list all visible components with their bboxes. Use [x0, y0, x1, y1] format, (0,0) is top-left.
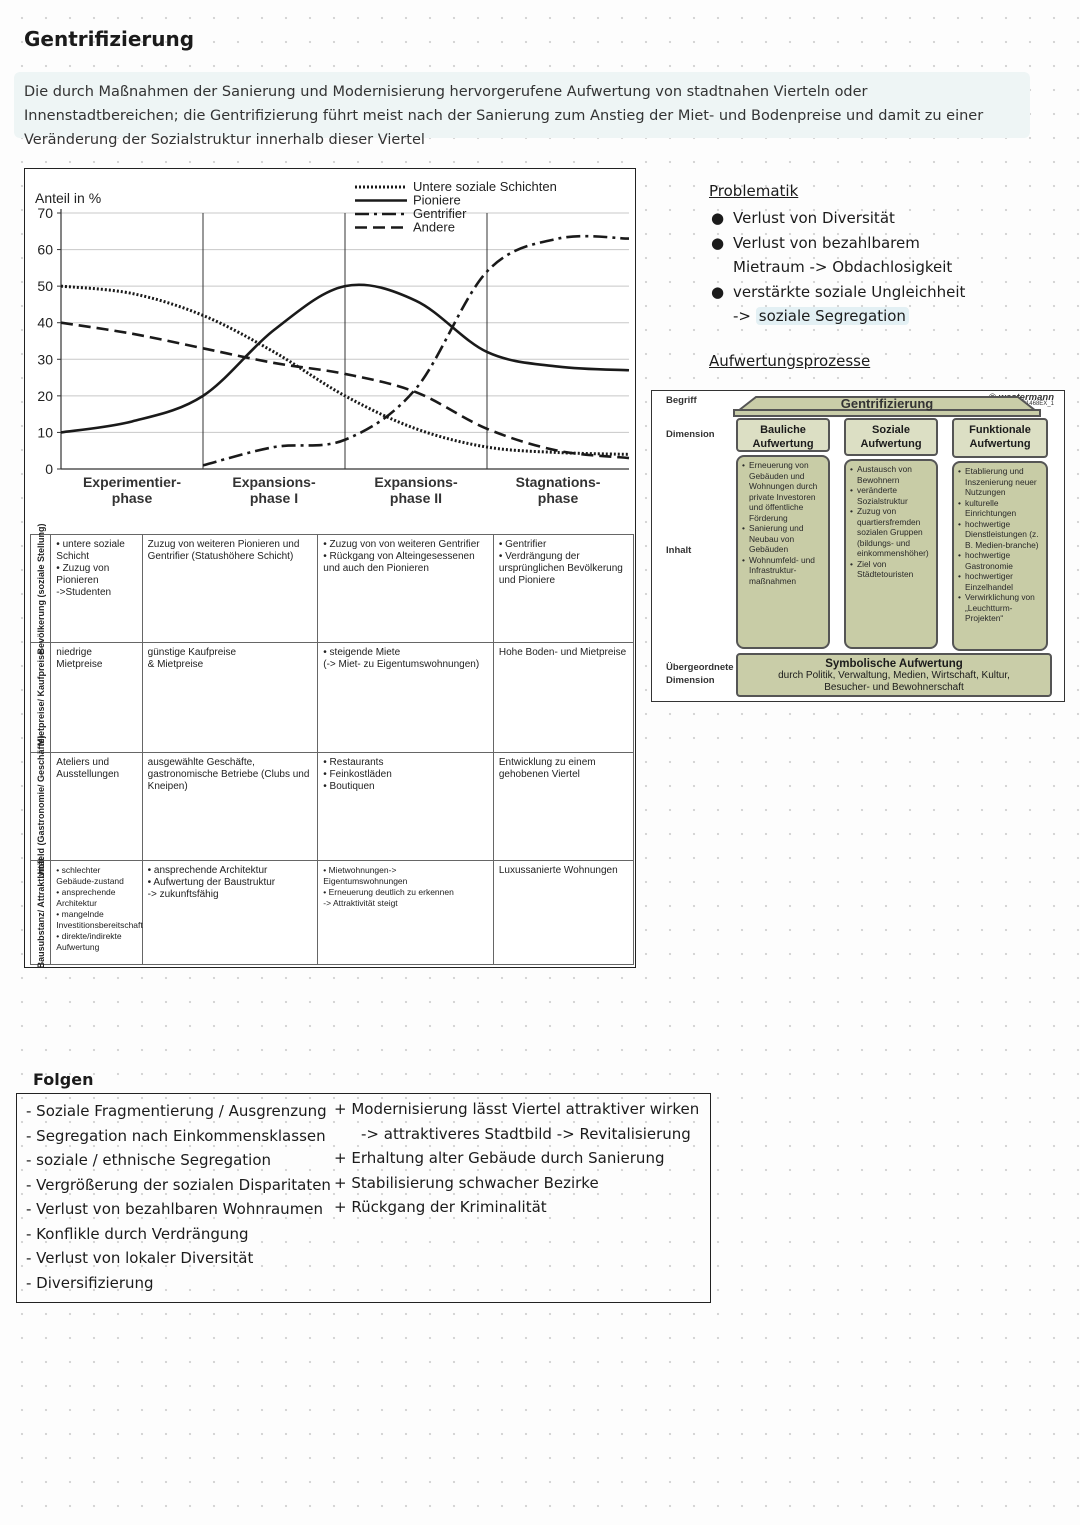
roof-shape: [733, 396, 1041, 417]
copyright-text: © westermann: [988, 392, 1054, 403]
list-item: + Modernisierung lässt Viertel attraktiv…: [334, 1100, 700, 1118]
list-item: ●verstärkte soziale Ungleichheit: [711, 282, 966, 301]
list-item: - Verlust von lokaler Diversität: [26, 1249, 254, 1267]
y-tick-label: 20: [37, 388, 53, 404]
row-header: Bevölkerung (soziale Stellung): [29, 523, 52, 654]
list-item: + Rückgang der Kriminalität: [334, 1198, 547, 1216]
table-cell: • Zuzug von von weiteren Gentrifier• Rüc…: [317, 534, 494, 643]
table-cell: • steigende Miete(-> Miet- zu Eigentumsw…: [317, 642, 494, 753]
phase-table: Bevölkerung (soziale Stellung)• untere s…: [29, 523, 635, 968]
list-item: - Soziale Fragmentierung / Ausgrenzung: [26, 1102, 327, 1120]
y-axis-label: Anteil in %: [35, 190, 101, 206]
table-cell: Ateliers und Ausstellungen: [50, 752, 143, 861]
list-item: - soziale / ethnische Segregation: [26, 1151, 272, 1169]
table-cell: • Mietwohnungen->Eigentumswohnungen• Ern…: [317, 860, 494, 965]
list-item: ●Verlust von Diversität: [711, 209, 895, 227]
table-row: Umfeld (Gastronomie/ Geschäfte)Ateliers …: [29, 735, 635, 878]
phase-label: phase I: [250, 490, 298, 506]
list-item: - Diversifizierung: [26, 1273, 154, 1292]
pillar-body-funktionale: Etablierung und Inszenierung neuer Nutzu…: [952, 461, 1048, 651]
list-item: - Vergrößerung der sozialen Disparitaten: [26, 1175, 331, 1194]
list-item: - Verlust von bezahlbaren Wohnraumen: [26, 1200, 324, 1218]
pillar-body-soziale: Austausch von Bewohnern veränderte Sozia…: [844, 459, 938, 649]
series-line-pioniere: [60, 283, 630, 434]
y-tick-label: 10: [37, 424, 53, 440]
table-cell: Zuzug von weiteren Pionieren und Gentrif…: [141, 534, 319, 643]
phase-label: Stagnations-: [516, 474, 601, 490]
y-tick-label: 0: [45, 461, 53, 477]
pillar-head-funktionale: Funktionale Aufwertung: [952, 418, 1048, 458]
highlight-text: soziale Segregation: [755, 307, 909, 325]
list-item: ●Verlust von bezahlbarem: [711, 233, 920, 252]
aufwertung-heading: Aufwertungsprozesse: [709, 352, 871, 370]
pillar-head-bauliche: Bauliche Aufwertung: [736, 418, 830, 452]
diagram-label-inhalt: Inhalt: [666, 545, 692, 556]
y-tick-label: 50: [37, 278, 53, 294]
problematik-heading: Problematik: [709, 182, 799, 200]
diagram-label-begriff: Begriff: [666, 395, 697, 406]
list-item-continuation: Mietraum -> Obdachlosigkeit: [733, 258, 953, 276]
diagram-code: 31468EX_1: [1022, 401, 1054, 407]
phase-label: Expansions-: [374, 474, 458, 490]
phase-label: phase: [112, 490, 153, 506]
list-item-continuation: -> soziale Segregation: [705, 304, 1045, 329]
series-line-gentrifier: [202, 234, 630, 467]
pillar-head-soziale: Soziale Aufwertung: [844, 418, 938, 456]
row-header: Umfeld (Gastronomie/ Geschäfte): [29, 735, 52, 878]
table-cell: günstige Kaufpreise& Mietpreise: [141, 642, 319, 753]
table-row: Bausubstanz/ Attraktivität• schlechter G…: [29, 857, 635, 968]
folgen-positives: + Modernisierung lässt Viertel attraktiv…: [334, 1097, 699, 1220]
table-cell: niedrige Mietpreise: [50, 642, 143, 753]
table-cell: • schlechter Gebäude-zustand• ansprechen…: [50, 860, 143, 965]
table-cell: Hohe Boden- und Mietpreise: [492, 642, 635, 753]
gentrification-diagram: Begriff Dimension Inhalt Übergeordnete D…: [651, 390, 1065, 702]
y-tick-label: 40: [37, 315, 53, 331]
phase-label: Experimentier-: [83, 474, 181, 490]
table-row: Bevölkerung (soziale Stellung)• untere s…: [29, 523, 635, 654]
base-symbolische-aufwertung: Symbolische Aufwertung durch Politik, Ve…: [736, 653, 1052, 697]
table-cell: • untere soziale Schicht• Zuzug von Pion…: [50, 534, 143, 643]
list-item: - Konflikle durch Verdrängung: [26, 1224, 249, 1243]
list-item: + Stabilisierung schwacher Bezirke: [334, 1173, 599, 1192]
folgen-box: [16, 1093, 711, 1303]
roof-title: Gentrifizierung: [840, 396, 934, 411]
series-line-untere-soziale-schichten: [60, 284, 630, 456]
y-tick-label: 30: [37, 351, 53, 367]
problematik-list: ●Verlust von Diversität ●Verlust von bez…: [705, 206, 1045, 329]
folgen-heading: Folgen: [33, 1070, 94, 1089]
list-item: + Erhaltung alter Gebäude durch Sanierun…: [334, 1149, 665, 1167]
legend-label: Pioniere: [413, 193, 461, 208]
pillar-body-bauliche: Erneuerung von Gebäuden und Wohnungen du…: [736, 455, 830, 649]
phase-label: phase II: [390, 490, 442, 506]
y-tick-label: 70: [37, 205, 53, 221]
table-cell: • ansprechende Architektur• Aufwertung d…: [141, 860, 319, 965]
definition-box: Die durch Maßnahmen der Sanierung und Mo…: [14, 72, 1030, 148]
legend-label: Untere soziale Schichten: [413, 179, 557, 194]
table-cell: • Gentrifier• Verdrängung der ursprüngli…: [492, 534, 635, 643]
phase-label: Expansions-: [232, 474, 316, 490]
table-cell: Entwicklung zu einem gehobenen Viertel: [492, 752, 635, 861]
list-item: - Segregation nach Einkommensklassen: [26, 1126, 326, 1145]
table-cell: • Restaurants• Feinkostläden• Boutiquen: [317, 752, 494, 861]
folgen-negatives: - Soziale Fragmentierung / Ausgrenzung -…: [26, 1099, 331, 1295]
diagram-label-dimension: Dimension: [666, 429, 715, 440]
list-item: -> attraktiveres Stadtbild -> Revitalisi…: [361, 1124, 691, 1143]
table-cell: Luxussanierte Wohnungen: [492, 860, 635, 965]
phase-label: phase: [538, 490, 579, 506]
y-tick-label: 60: [37, 242, 53, 258]
diagram-label-uebergeordnet: Übergeordnete Dimension: [666, 662, 734, 686]
page-title: Gentrifizierung: [24, 27, 195, 51]
legend-label: Andere: [413, 220, 455, 235]
table-cell: ausgewählte Geschäfte, gastronomische Be…: [141, 752, 319, 861]
legend-label: Gentrifier: [413, 206, 467, 221]
row-header: Bausubstanz/ Attraktivität: [29, 857, 52, 968]
series-line-andere: [60, 321, 630, 460]
